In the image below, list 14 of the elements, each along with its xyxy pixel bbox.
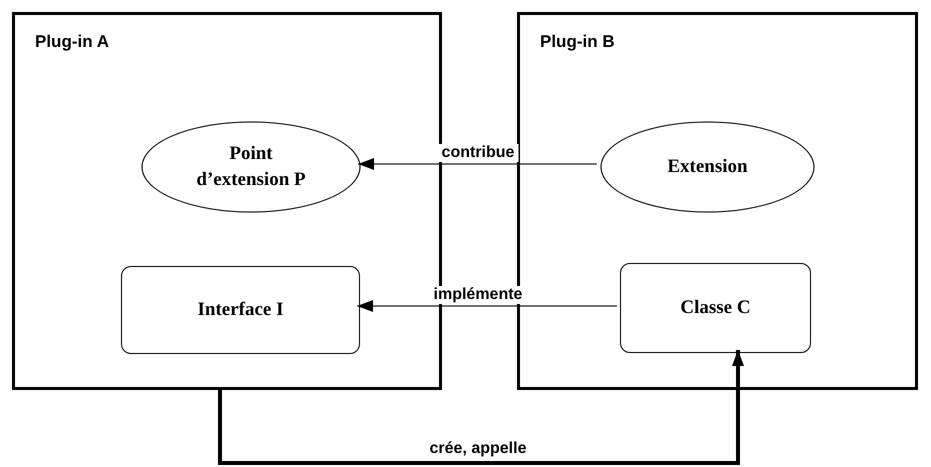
arrow [356,300,618,312]
plugin-title: Plug-in A [35,31,109,53]
node-label: Classe C [679,296,752,320]
rounded-box [121,266,360,354]
ellipse-node [141,121,361,213]
arrow [218,350,744,465]
node-label: Extension [666,155,749,179]
rounded-box [620,263,811,353]
arrow [358,158,598,170]
node-label: Interface I [196,298,284,322]
edge-label: contribue [438,144,518,162]
node-label: Point d’extension P [195,142,307,192]
ellipse-node [600,121,815,213]
plugin-title: Plug-in B [540,31,615,53]
